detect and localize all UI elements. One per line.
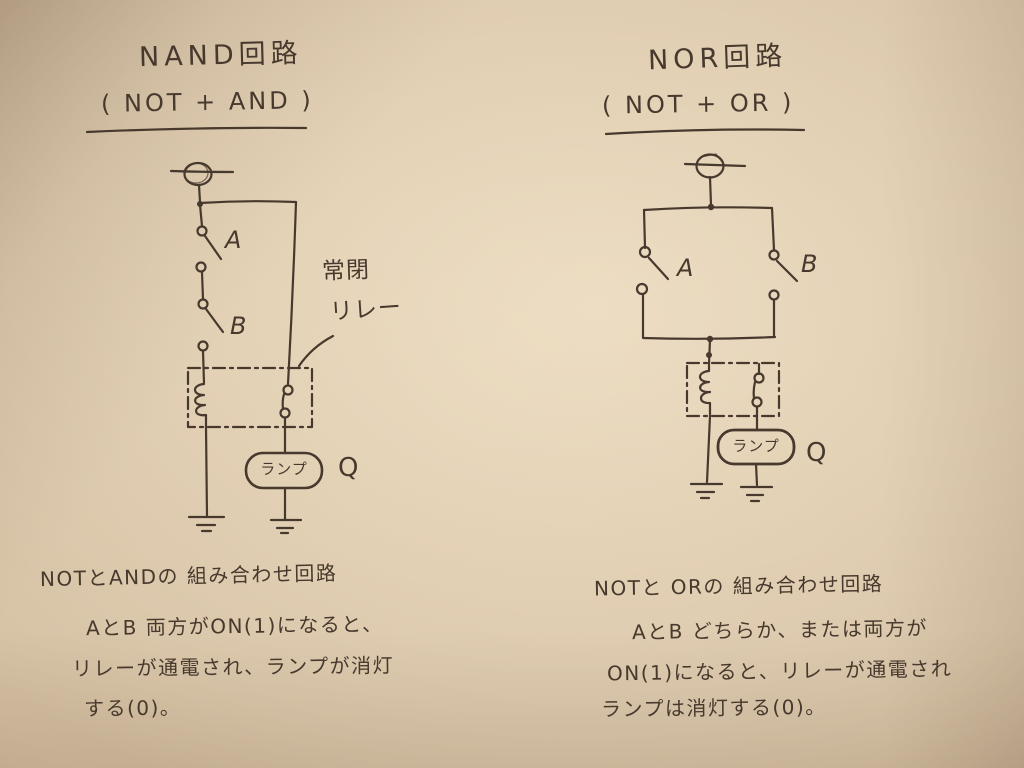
nor-title-underline xyxy=(604,128,806,136)
nand-relay-note-line1: 常閉 xyxy=(321,257,371,285)
nor-description-line-1: NOTと ORの 組み合わせ回路 xyxy=(593,571,884,601)
nand-wire-b-to-coil xyxy=(201,349,206,385)
nor-wire-lamp-to-ground xyxy=(754,462,759,487)
nand-wire-a-to-b xyxy=(200,270,205,301)
nor-lamp-label: ランプ xyxy=(732,437,780,455)
nand-branch-wire xyxy=(198,200,298,386)
nor-wire-junction-to-coil xyxy=(707,338,712,365)
nand-wire-coil-to-ground xyxy=(204,425,209,518)
nand-relay-box xyxy=(186,366,314,429)
nor-relay-box xyxy=(685,361,781,418)
nor-right-drop-wire xyxy=(770,206,776,252)
nor-switch-b xyxy=(768,249,799,301)
nor-switch-a xyxy=(635,245,670,296)
nand-description-line-2: AとB 両方がON(1)になると、 xyxy=(85,611,384,641)
nand-relay-coil-icon xyxy=(193,382,208,429)
nor-title: NOR回路 xyxy=(647,40,788,77)
nand-switch-a xyxy=(195,225,223,273)
nand-switch-a-label: A xyxy=(225,226,243,254)
nand-output-q-label: Q xyxy=(338,453,359,483)
nand-description-line-3: リレーが通電され、ランプが消灯 xyxy=(71,653,395,681)
nor-description-line-3: ON(1)になると、リレーが通電され xyxy=(606,656,953,686)
nand-title-underline xyxy=(85,126,308,134)
nand-description-line-1: NOTとANDの 組み合わせ回路 xyxy=(39,560,338,592)
nand-relay-note-leader-line xyxy=(297,334,335,368)
nor-output-q-label: Q xyxy=(806,438,827,468)
nor-circuit xyxy=(604,128,806,503)
nor-wire-coil-to-ground xyxy=(705,414,712,484)
nand-title: NAND回路 xyxy=(138,37,304,74)
nand-power-source-icon xyxy=(169,161,235,204)
nand-relay-note-line2: リレー xyxy=(329,294,403,326)
nand-switch-b-label: B xyxy=(230,312,248,340)
nor-subtitle: ( NOT + OR ) xyxy=(601,88,795,120)
nor-top-rail xyxy=(642,206,774,212)
nor-description-line-4: ランプは消灯する(0)。 xyxy=(600,694,827,722)
nand-ground-icon-right xyxy=(269,518,303,535)
nand-wire-source-to-a xyxy=(198,203,204,228)
nand-circuit xyxy=(85,126,335,535)
nand-subtitle: ( NOT + AND ) xyxy=(100,86,314,118)
nand-switch-b xyxy=(197,298,225,352)
nand-lamp-label: ランプ xyxy=(260,460,308,478)
nor-switch-a-label: A xyxy=(677,254,695,282)
nor-power-source-icon xyxy=(683,153,747,207)
nand-description-line-4: する(0)。 xyxy=(83,695,182,721)
nor-relay-contact-icon xyxy=(751,362,765,408)
nor-description-line-2: AとB どちらか、または両方が xyxy=(631,615,929,645)
nor-left-drop-wire xyxy=(642,208,647,250)
nor-relay-coil-icon xyxy=(698,361,712,418)
nor-switch-b-label: B xyxy=(801,250,819,278)
nor-junction-dot-relay xyxy=(706,352,712,358)
nand-ground-icon-left xyxy=(187,515,226,533)
nand-relay-contact-icon xyxy=(279,384,294,419)
nor-ground-icon-right xyxy=(739,485,774,503)
nor-ground-icon-left xyxy=(689,482,724,500)
